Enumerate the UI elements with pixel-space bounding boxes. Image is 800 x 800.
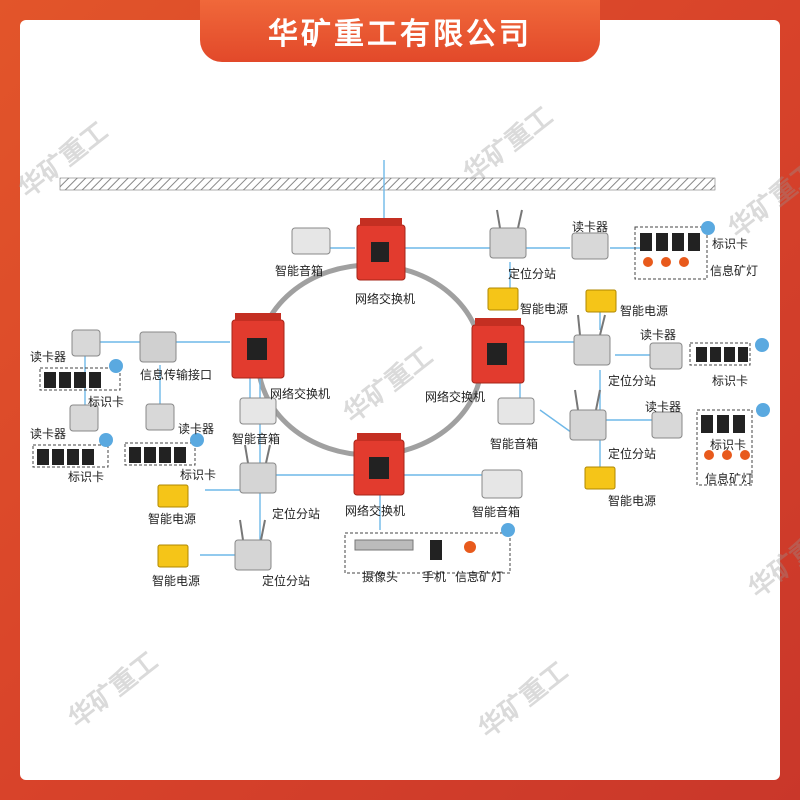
mining-lamp [464, 257, 750, 553]
interface-device [139, 331, 177, 363]
phone-label: 手机 [422, 570, 447, 584]
camera-device [354, 539, 414, 551]
wifi-icon [99, 221, 770, 537]
lamp-label: 信息矿灯 [455, 570, 504, 584]
station-label: 定位分站 [262, 574, 311, 588]
card-label: 标识卡 [68, 470, 105, 484]
network-switch [471, 318, 525, 384]
reader-label: 读卡器 [30, 427, 67, 441]
positioning-station [234, 209, 611, 571]
switch-label: 网络交换机 [270, 387, 331, 401]
title-banner: 华矿重工有限公司 [200, 0, 600, 62]
interface-label: 信息传输接口 [140, 368, 213, 382]
camera-label: 摄像头 [362, 570, 399, 584]
speaker-label: 智能音箱 [472, 505, 521, 519]
speaker-label: 智能音箱 [490, 437, 539, 451]
reader-label: 读卡器 [30, 350, 67, 364]
card-label: 标识卡 [710, 438, 747, 452]
reader-label: 读卡器 [640, 328, 677, 342]
content-panel [20, 20, 780, 780]
station-label: 定位分站 [608, 374, 657, 388]
tag-card [37, 233, 748, 560]
station-label: 定位分站 [508, 267, 557, 281]
power-label: 智能电源 [620, 304, 669, 318]
station-label: 定位分站 [608, 447, 657, 461]
lamp-label: 信息矿灯 [705, 472, 754, 486]
network-switch [353, 433, 405, 496]
smart-speaker [239, 227, 535, 499]
power-label: 智能电源 [608, 494, 657, 508]
power-label: 智能电源 [520, 302, 569, 316]
switch-label: 网络交换机 [345, 504, 406, 518]
card-label: 标识卡 [712, 237, 749, 251]
lamp-label: 信息矿灯 [710, 264, 759, 278]
card-label: 标识卡 [712, 374, 749, 388]
card-label: 标识卡 [88, 395, 125, 409]
network-switch [231, 313, 285, 379]
tag-card-group [32, 226, 753, 574]
power-label: 智能电源 [152, 574, 201, 588]
station-label: 定位分站 [272, 507, 321, 521]
reader-label: 读卡器 [645, 400, 682, 414]
switch-label: 网络交换机 [355, 292, 416, 306]
power-label: 智能电源 [148, 512, 197, 526]
roof-beam [59, 177, 716, 191]
smart-power [157, 287, 617, 568]
speaker-label: 智能音箱 [232, 432, 281, 446]
switch-label: 网络交换机 [425, 390, 486, 404]
card-reader [69, 232, 683, 439]
company-title: 华矿重工有限公司 [268, 17, 532, 52]
network-switch [356, 218, 406, 281]
card-label: 标识卡 [180, 468, 217, 482]
reader-label: 读卡器 [572, 220, 609, 234]
speaker-label: 智能音箱 [275, 264, 324, 278]
reader-label: 读卡器 [178, 422, 215, 436]
